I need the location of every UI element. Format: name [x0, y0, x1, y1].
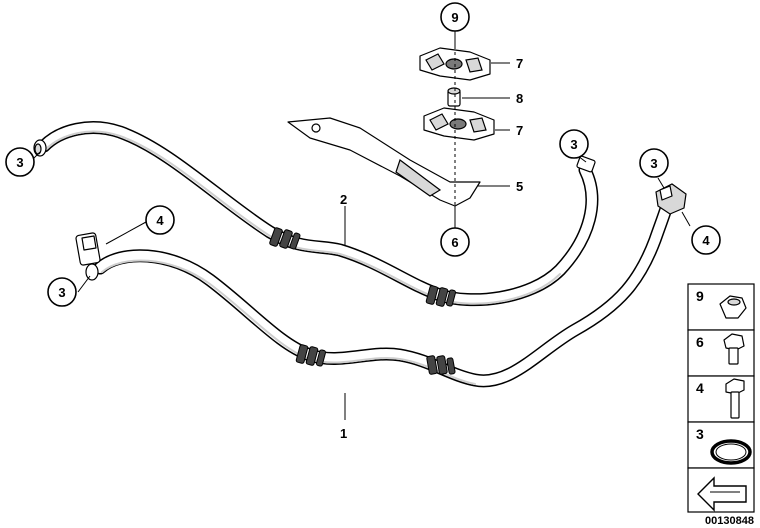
svg-text:3: 3 — [570, 137, 577, 152]
callout-3-left-bottom: 3 — [47, 277, 77, 307]
svg-text:9: 9 — [451, 10, 458, 25]
legend-item-6: 6 — [696, 333, 745, 365]
svg-text:4: 4 — [696, 380, 704, 396]
clip-7-lower — [423, 107, 495, 141]
svg-text:6: 6 — [696, 334, 704, 350]
svg-text:3: 3 — [696, 426, 704, 442]
reference-code: 00130848 — [705, 515, 754, 527]
hose-1-crimp-left — [295, 344, 327, 367]
svg-text:3: 3 — [650, 156, 657, 171]
callout-3-right-a: 3 — [559, 129, 589, 159]
hose-1-crimp-right — [426, 355, 456, 375]
svg-text:9: 9 — [696, 288, 704, 304]
svg-text:4: 4 — [156, 213, 164, 228]
hose-2-crimp-right — [425, 285, 457, 307]
hex-bolt-icon — [723, 333, 745, 365]
label-7-upper: 7 — [516, 56, 523, 71]
o-ring-icon — [710, 439, 752, 465]
hex-nut-icon — [719, 295, 747, 319]
svg-text:6: 6 — [451, 235, 458, 250]
callout-4-right: 4 — [691, 225, 721, 255]
label-5: 5 — [516, 179, 523, 194]
long-bolt-icon — [725, 378, 745, 419]
hose-1-left-end-fitting — [75, 232, 101, 281]
callout-6-mid: 6 — [440, 227, 470, 257]
callout-3-left-top: 3 — [5, 147, 35, 177]
label-7-lower: 7 — [516, 123, 523, 138]
sleeve-8 — [447, 87, 461, 107]
svg-text:3: 3 — [58, 285, 65, 300]
callout-9-top: 9 — [440, 2, 470, 32]
legend-item-3: 3 — [696, 426, 752, 465]
hose-2 — [37, 121, 599, 307]
hose-1-right-end-fitting — [655, 183, 687, 215]
svg-text:4: 4 — [702, 233, 710, 248]
callout-4-left: 4 — [145, 205, 175, 235]
hose-2-right-end-fitting — [576, 155, 596, 173]
svg-text:3: 3 — [16, 155, 23, 170]
legend-item-4: 4 — [696, 378, 745, 419]
callout-3-right-b: 3 — [639, 148, 669, 178]
bracket-5 — [287, 117, 481, 207]
legend-panel: 9 6 4 3 — [687, 283, 755, 513]
label-8: 8 — [516, 91, 523, 106]
label-2: 2 — [340, 192, 347, 207]
hose-2-left-end-fitting — [33, 139, 47, 157]
legend-item-9: 9 — [696, 288, 747, 319]
hose-2-crimp-left — [269, 227, 301, 250]
label-1: 1 — [340, 426, 347, 441]
arrow-icon — [697, 476, 747, 512]
